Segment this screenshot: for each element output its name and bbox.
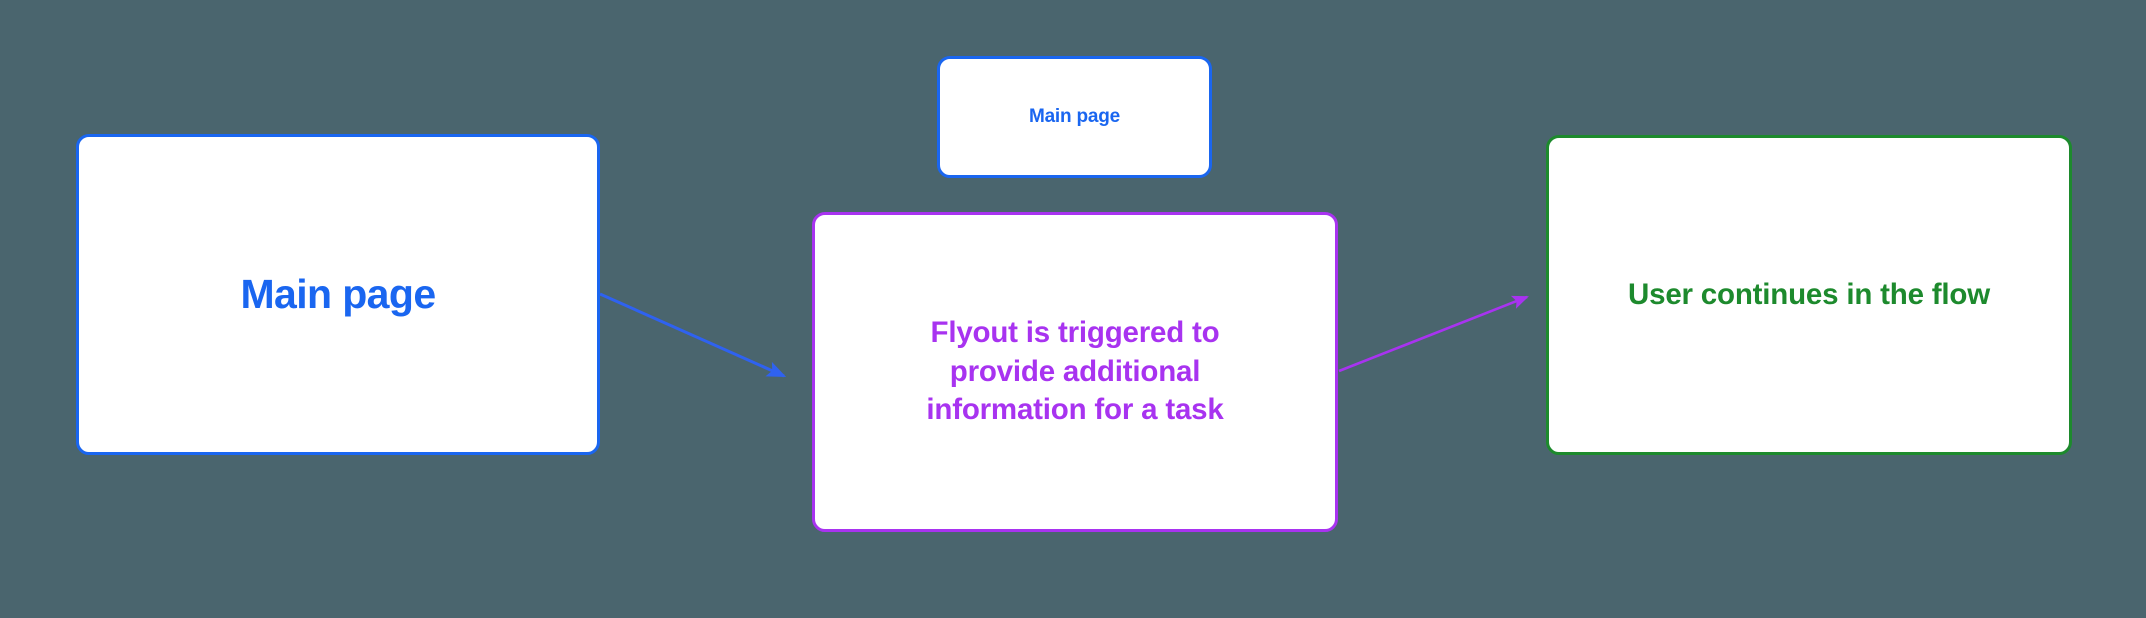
connector-flyout-to-user-continues <box>1338 295 1529 373</box>
node-user-continues[interactable]: User continues in the flow <box>1546 135 2072 455</box>
node-main-page-small-label: Main page <box>1028 106 1121 128</box>
node-main-page-label: Main page <box>240 271 436 318</box>
connector-main-page-to-flyout <box>599 292 787 378</box>
node-main-page-small[interactable]: Main page <box>937 56 1212 178</box>
node-flyout-label: Flyout is triggered to provide additiona… <box>926 315 1224 427</box>
node-user-continues-label: User continues in the flow <box>1628 278 1990 311</box>
node-flyout[interactable]: Flyout is triggered to provide additiona… <box>812 212 1338 532</box>
node-main-page[interactable]: Main page <box>76 134 600 455</box>
